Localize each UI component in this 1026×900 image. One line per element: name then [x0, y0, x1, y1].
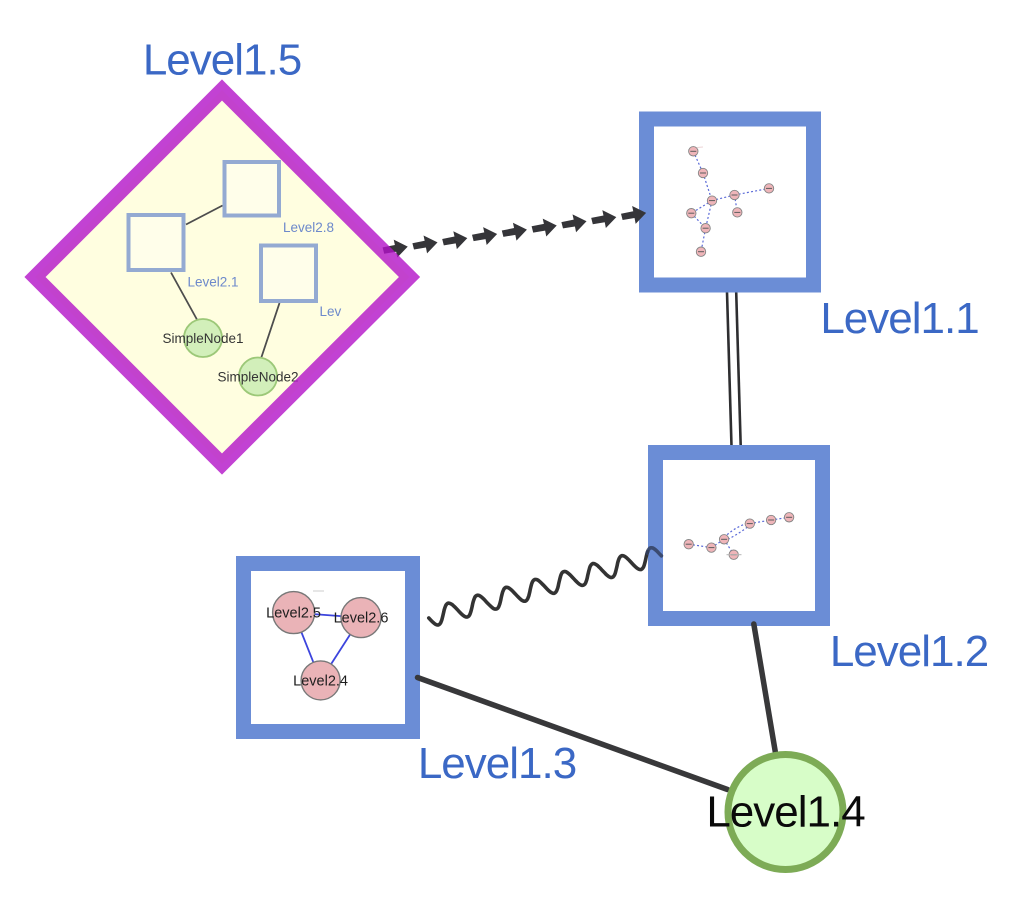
svg-text:SimpleNode1: SimpleNode1 — [162, 331, 243, 346]
svg-text:Level2.4: Level2.4 — [293, 673, 348, 689]
svg-text:SimpleNode2: SimpleNode2 — [217, 370, 298, 385]
svg-text:Level2.1: Level2.1 — [188, 275, 239, 290]
svg-text:Level2.5: Level2.5 — [266, 606, 321, 622]
svg-text:Level1.2: Level1.2 — [830, 627, 988, 676]
svg-text:Level2.8: Level2.8 — [283, 220, 334, 235]
svg-text:Lev: Lev — [320, 304, 342, 319]
svg-text:Level1.1: Level1.1 — [820, 294, 978, 343]
svg-text:Level1.3: Level1.3 — [418, 739, 576, 788]
svg-text:Level1.5: Level1.5 — [143, 36, 301, 85]
svg-text:Level1.4: Level1.4 — [706, 788, 865, 837]
svg-text:Level2.6: Level2.6 — [334, 611, 389, 627]
